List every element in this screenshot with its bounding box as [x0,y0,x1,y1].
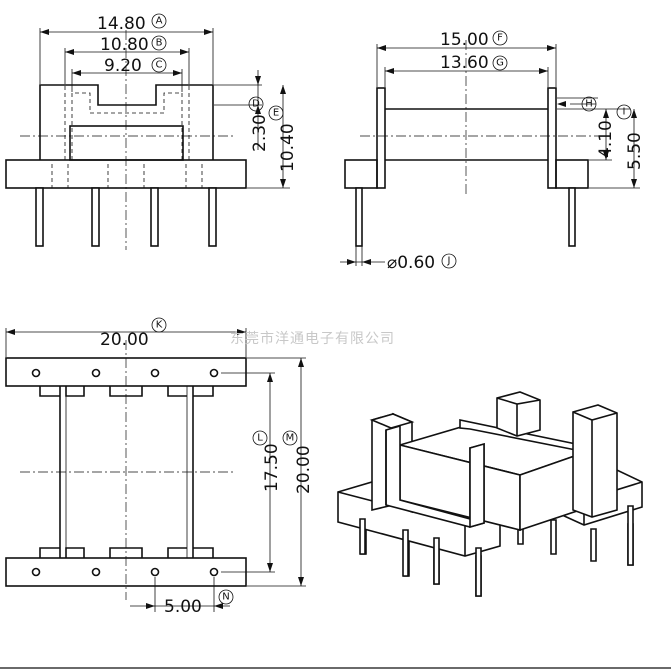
dim-value-i: 4.10 [596,120,616,158]
dim-value-f: 15.00 [440,30,489,50]
dim-value-j: 5.50 [625,132,645,170]
dim-value-l: 17.50 [262,443,282,492]
bottom-view: 20.00 K 17.50 L 20.00 M 5.00 N [5,317,314,617]
dim-value-b: 10.80 [100,35,149,55]
front-view: 14.80 A 10.80 B 9.20 C 2.30 D [5,13,298,250]
dim-value-d: 2.30 [250,114,270,152]
dim-tag-e: E [273,108,279,119]
dim-tag-b: B [156,38,163,49]
dim-value-c: 9.20 [104,56,142,76]
dim-value-m: 20.00 [294,445,314,494]
dim-value-e: 10.40 [278,123,298,172]
dim-tag-i: I [623,107,626,118]
side-view: 15.00 F 13.60 G H 4.10 I 5.50 [340,30,645,273]
dim-value-n: 5.00 [164,597,202,617]
dim-value-a: 14.80 [97,14,146,34]
isometric-view [337,391,643,597]
dim-value-k: 20.00 [100,330,149,350]
dim-tag-pin-diameter: J [447,256,451,267]
dim-tag-h: H [585,99,593,110]
dim-tag-n: N [222,592,229,603]
dim-tag-k: K [156,320,163,331]
dim-tag-g: G [496,58,504,69]
dim-value-pin-diameter: ⌀0.60 [387,253,435,273]
company-watermark: 东莞市洋通电子有限公司 [230,330,395,347]
dim-tag-d: D [252,99,260,110]
dim-tag-a: A [156,16,163,27]
dim-tag-m: M [286,433,295,444]
dim-tag-f: F [497,33,503,44]
dim-tag-l: L [257,433,263,444]
dim-value-g: 13.60 [440,53,489,73]
dim-tag-c: C [156,60,163,71]
